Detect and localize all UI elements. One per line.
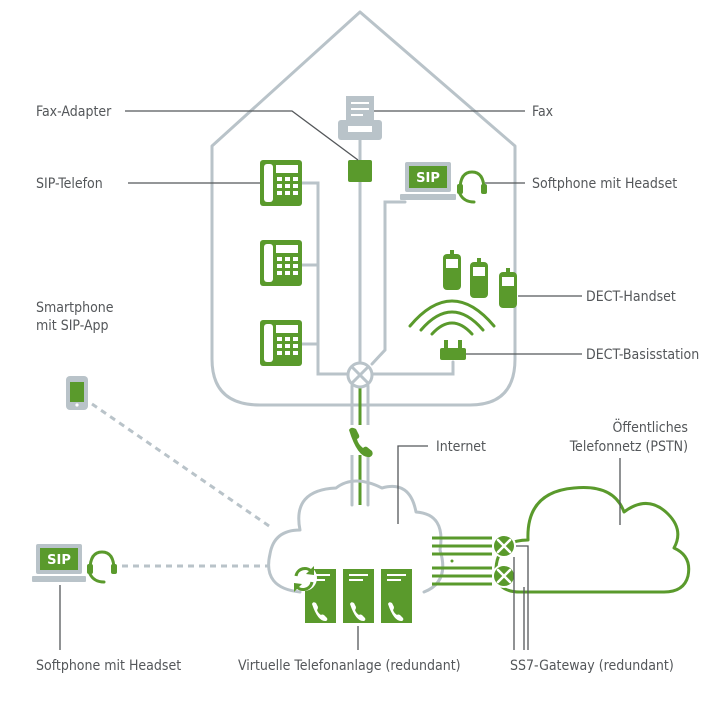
label-fax: Fax [532, 104, 554, 120]
label-pstn-line1: Öffentliches [613, 418, 688, 436]
pstn-cloud-icon [494, 486, 691, 594]
headset-icon [87, 550, 117, 584]
fax-icon [338, 96, 382, 140]
laptop-icon: SIP [400, 162, 456, 200]
desk-phone-icon [260, 320, 302, 366]
label-softphone-bottom: Softphone mit Headset [36, 658, 181, 674]
label-softphone-top: Softphone mit Headset [532, 176, 677, 192]
gateway-icon [492, 534, 516, 558]
server-icon [341, 567, 376, 625]
gateway-icon [492, 564, 516, 588]
router-icon [346, 361, 374, 389]
label-internet: Internet [436, 439, 486, 455]
label-pstn-line2: Telefonnetz (PSTN) [569, 439, 688, 455]
label-sip-phone: SIP-Telefon [36, 176, 103, 192]
label-smartphone-line2: mit SIP-App [36, 318, 109, 334]
headset-icon [457, 170, 487, 204]
label-fax-adapter: Fax-Adapter [36, 104, 112, 120]
internet-cloud-icon [267, 479, 445, 594]
sip-screen-text: SIP [416, 171, 440, 186]
label-dect-base: DECT-Basisstation [586, 347, 699, 363]
dect-waves [408, 299, 496, 336]
label-dect-handset: DECT-Handset [586, 289, 676, 305]
server-icon [303, 567, 338, 625]
label-smartphone-line1: Smartphone [36, 300, 114, 316]
server-icon [379, 567, 414, 625]
smartphone-icon [66, 376, 88, 410]
fax-adapter-icon [348, 160, 372, 182]
label-ss7-gateway: SS7-Gateway (redundant) [510, 658, 674, 674]
dect-handset-icon [470, 258, 488, 298]
sync-icon [291, 565, 317, 592]
dect-handset-icon [499, 268, 517, 308]
leader-lines [59, 110, 621, 650]
laptop-icon: SIP [32, 544, 86, 582]
sip-screen-text: SIP [47, 553, 71, 568]
house-outline [210, 10, 517, 407]
smartphone-dashed-link [91, 402, 273, 530]
dect-handset-icon [443, 250, 461, 290]
phone-handset-icon [345, 425, 375, 458]
desk-phone-icon [260, 240, 302, 286]
label-virtual-pbx: Virtuelle Telefonanlage (redundant) [238, 658, 461, 674]
dect-base-icon [440, 340, 466, 360]
desk-phone-icon [260, 160, 302, 206]
trunk-lines [432, 536, 492, 586]
